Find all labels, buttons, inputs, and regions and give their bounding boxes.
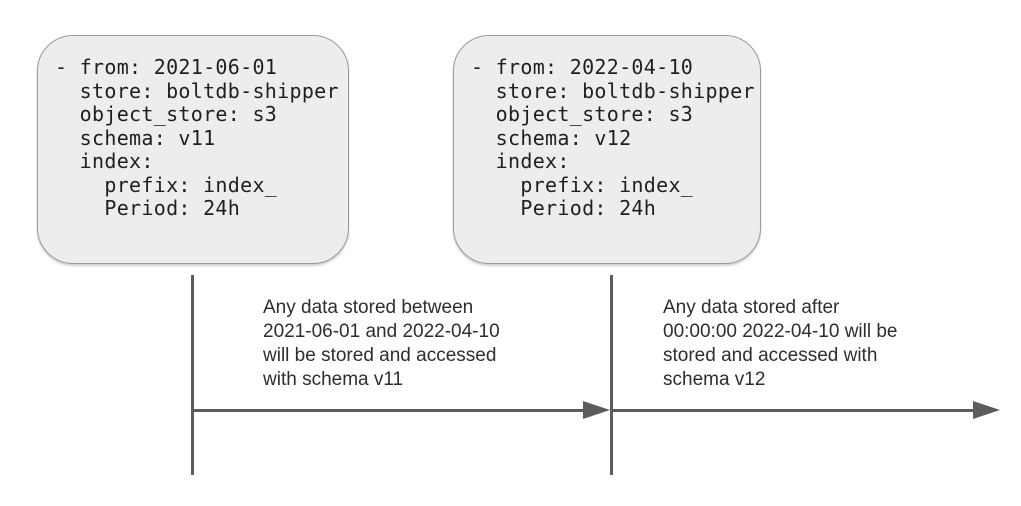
- timeline-boundary-line-2021-06-01: [191, 275, 194, 475]
- annotation-v12-period: Any data stored after 00:00:00 2022-04-1…: [663, 297, 898, 390]
- schema-config-box-v11: - from: 2021-06-01 store: boltdb-shipper…: [37, 35, 349, 264]
- timeline-boundary-line-2022-04-10: [610, 275, 613, 475]
- schema-config-box-v12: - from: 2022-04-10 store: boltdb-shipper…: [453, 35, 761, 264]
- schema-config-code-v12: - from: 2022-04-10 store: boltdb-shipper…: [471, 55, 755, 220]
- timeline-arrow-v11-shaft: [193, 409, 583, 412]
- annotation-v11-period: Any data stored between 2021-06-01 and 2…: [263, 297, 500, 390]
- timeline-arrow-v12-head-icon: [973, 401, 1000, 419]
- timeline-arrow-v11-head-icon: [583, 401, 610, 419]
- timeline-arrow-v12-shaft: [613, 409, 973, 412]
- schema-config-code-v11: - from: 2021-06-01 store: boltdb-shipper…: [55, 55, 339, 220]
